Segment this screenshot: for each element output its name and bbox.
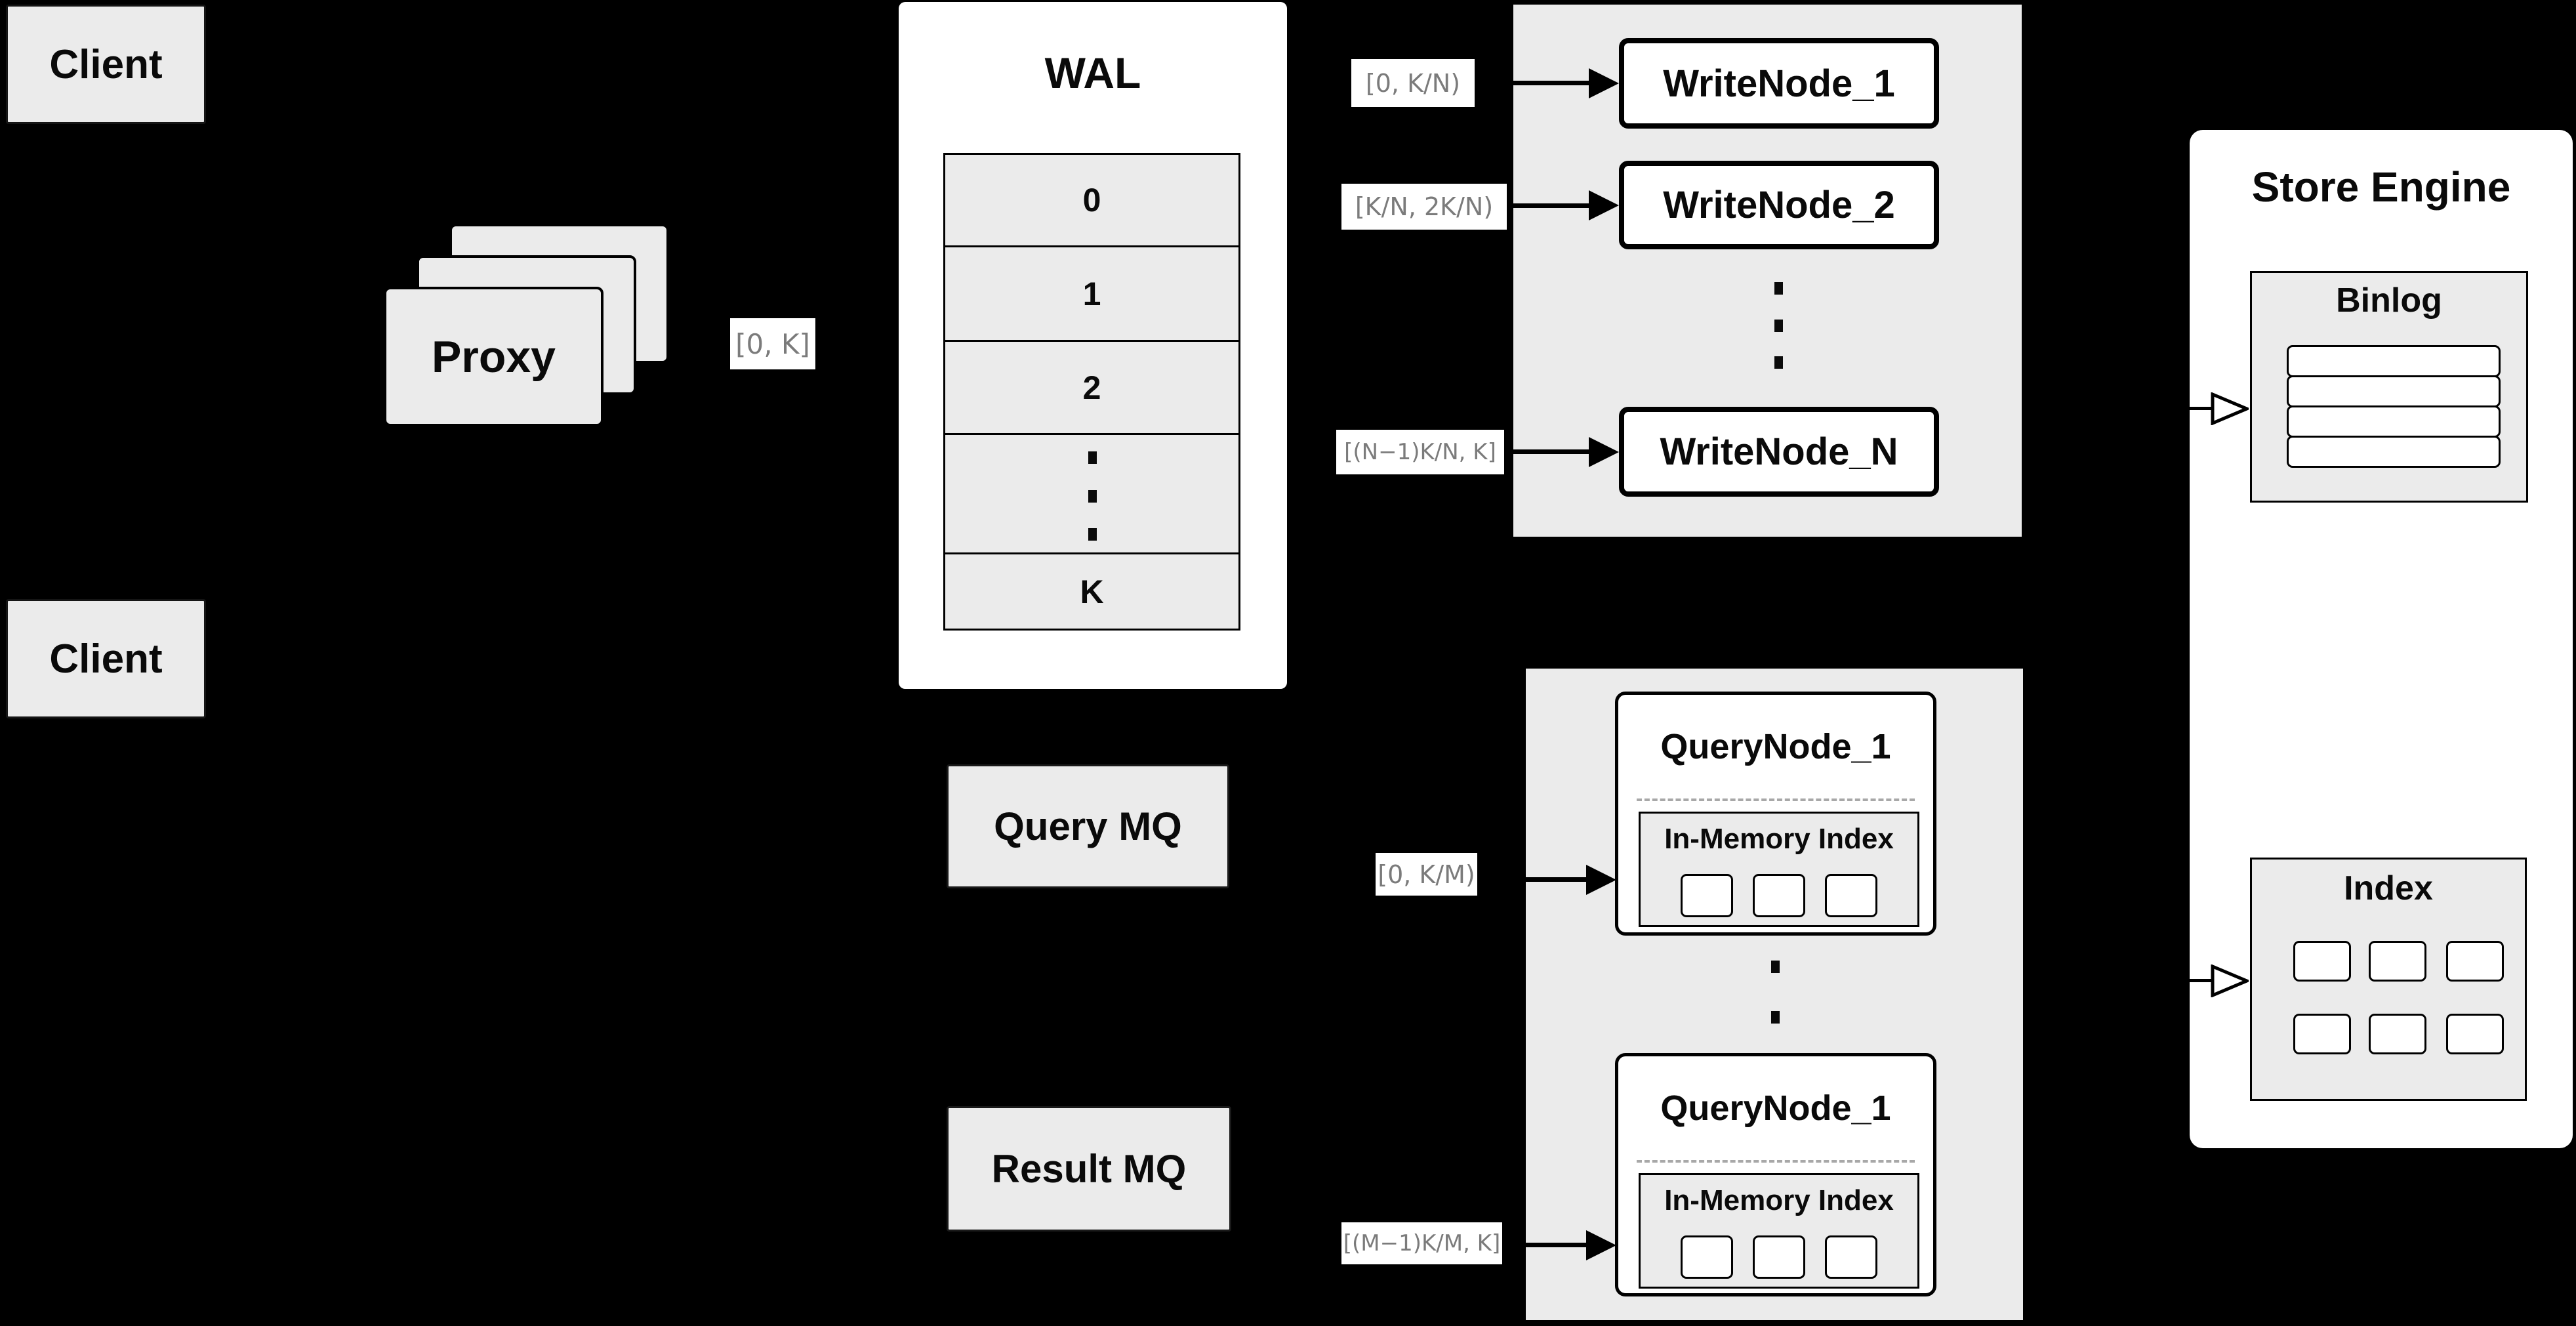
- write-node-box: WriteNode_N: [1619, 407, 1939, 497]
- index-cell: [2446, 941, 2504, 982]
- ellipsis-dot: [1774, 282, 1783, 295]
- range-label-write-2: [K/N, 2K/N): [1341, 184, 1507, 230]
- segment-cell: [1681, 874, 1733, 917]
- ellipsis-dot: [1088, 490, 1097, 503]
- range-label-query-1: [0, K/M): [1376, 853, 1477, 896]
- range-label-proxy-to-wal: [0, K]: [730, 318, 815, 369]
- client-bottom-label: Client: [49, 636, 163, 682]
- in-memory-index-box: In-Memory Index: [1639, 812, 1919, 927]
- binlog-box: Binlog: [2250, 271, 2528, 503]
- result-mq-label: Result MQ: [991, 1147, 1187, 1191]
- dashed-divider: [1637, 798, 1915, 801]
- segment-cell: [1825, 874, 1877, 917]
- in-memory-index-title: In-Memory Index: [1664, 823, 1894, 855]
- range-label-query-m: [(M−1)K/M, K]: [1341, 1222, 1502, 1264]
- arrow-head-icon: [1589, 437, 1619, 467]
- wal-row: 1: [943, 247, 1240, 342]
- wal-row: 2: [943, 342, 1240, 435]
- ellipsis-dot: [1771, 961, 1780, 973]
- query-mq-box: Query MQ: [947, 764, 1229, 888]
- range-label-write-1: [0, K/N): [1351, 59, 1475, 107]
- open-arrowhead-icon: [2211, 392, 2249, 425]
- index-title: Index: [2344, 869, 2433, 907]
- index-cell: [2293, 1014, 2351, 1054]
- index-cell: [2293, 941, 2351, 982]
- wal-row: 0: [943, 155, 1240, 247]
- write-node-box: WriteNode_2: [1619, 161, 1939, 249]
- proxy-card-front: Proxy: [384, 287, 603, 426]
- binlog-row: [2287, 436, 2501, 468]
- ellipsis-dot: [1088, 451, 1097, 464]
- write-node-label: WriteNode_2: [1663, 184, 1895, 226]
- binlog-row: [2287, 345, 2501, 377]
- binlog-title: Binlog: [2336, 281, 2442, 320]
- dashed-divider: [1637, 1160, 1915, 1163]
- range-label-write-n: [(N−1)K/N, K]: [1336, 430, 1504, 474]
- ellipsis-dot: [1774, 320, 1783, 332]
- client-top-label: Client: [49, 41, 163, 87]
- proxy-label: Proxy: [432, 331, 556, 382]
- store-engine-title: Store Engine: [2251, 163, 2511, 211]
- arrow-line: [1508, 203, 1591, 208]
- client-box-top: Client: [6, 5, 206, 124]
- ellipsis-dot: [1088, 528, 1097, 541]
- segment-cell: [1825, 1235, 1877, 1279]
- open-arrowhead-icon: [2211, 964, 2249, 997]
- arrow-head-icon: [1586, 865, 1616, 895]
- wal-row: K: [943, 554, 1240, 631]
- query-node-title: QueryNode_1: [1660, 727, 1891, 766]
- wal-panel: WAL 0 1 2 K: [899, 2, 1287, 689]
- query-node-title: QueryNode_1: [1660, 1088, 1891, 1128]
- wal-table: 0 1 2 K: [943, 153, 1240, 631]
- query-node-box: QueryNode_1 In-Memory Index: [1615, 692, 1936, 936]
- in-memory-index-box: In-Memory Index: [1639, 1173, 1919, 1289]
- ellipsis-dot: [1771, 1011, 1780, 1024]
- arrow-line: [1476, 81, 1591, 85]
- arrow-line: [2184, 407, 2216, 410]
- arrow-head-icon: [1589, 68, 1619, 98]
- segment-cell: [1753, 874, 1805, 917]
- query-mq-label: Query MQ: [994, 804, 1182, 848]
- query-node-box: QueryNode_1 In-Memory Index: [1615, 1053, 1936, 1296]
- arrow-head-icon: [1589, 190, 1619, 220]
- index-cell: [2369, 941, 2426, 982]
- client-box-bottom: Client: [6, 599, 206, 718]
- index-cell: [2446, 1014, 2504, 1054]
- arrow-head-icon: [1586, 1230, 1616, 1260]
- store-engine-panel: Store Engine Binlog Index: [2190, 130, 2573, 1148]
- arrow-line: [1479, 877, 1588, 882]
- result-mq-box: Result MQ: [947, 1106, 1231, 1232]
- index-cell: [2369, 1014, 2426, 1054]
- segment-cell: [1753, 1235, 1805, 1279]
- arrow-line: [2184, 979, 2216, 982]
- binlog-row: [2287, 405, 2501, 438]
- binlog-row: [2287, 375, 2501, 407]
- segment-cell: [1681, 1235, 1733, 1279]
- arrow-line: [1503, 1243, 1588, 1247]
- write-node-box: WriteNode_1: [1619, 38, 1939, 129]
- ellipsis-dot: [1774, 356, 1783, 369]
- wal-row-ellipsis: [943, 435, 1240, 554]
- index-box: Index: [2250, 858, 2527, 1101]
- write-node-label: WriteNode_N: [1660, 430, 1898, 473]
- wal-title: WAL: [1044, 49, 1141, 97]
- in-memory-index-title: In-Memory Index: [1664, 1184, 1894, 1216]
- write-node-label: WriteNode_1: [1663, 62, 1895, 105]
- arrow-line: [1505, 449, 1591, 454]
